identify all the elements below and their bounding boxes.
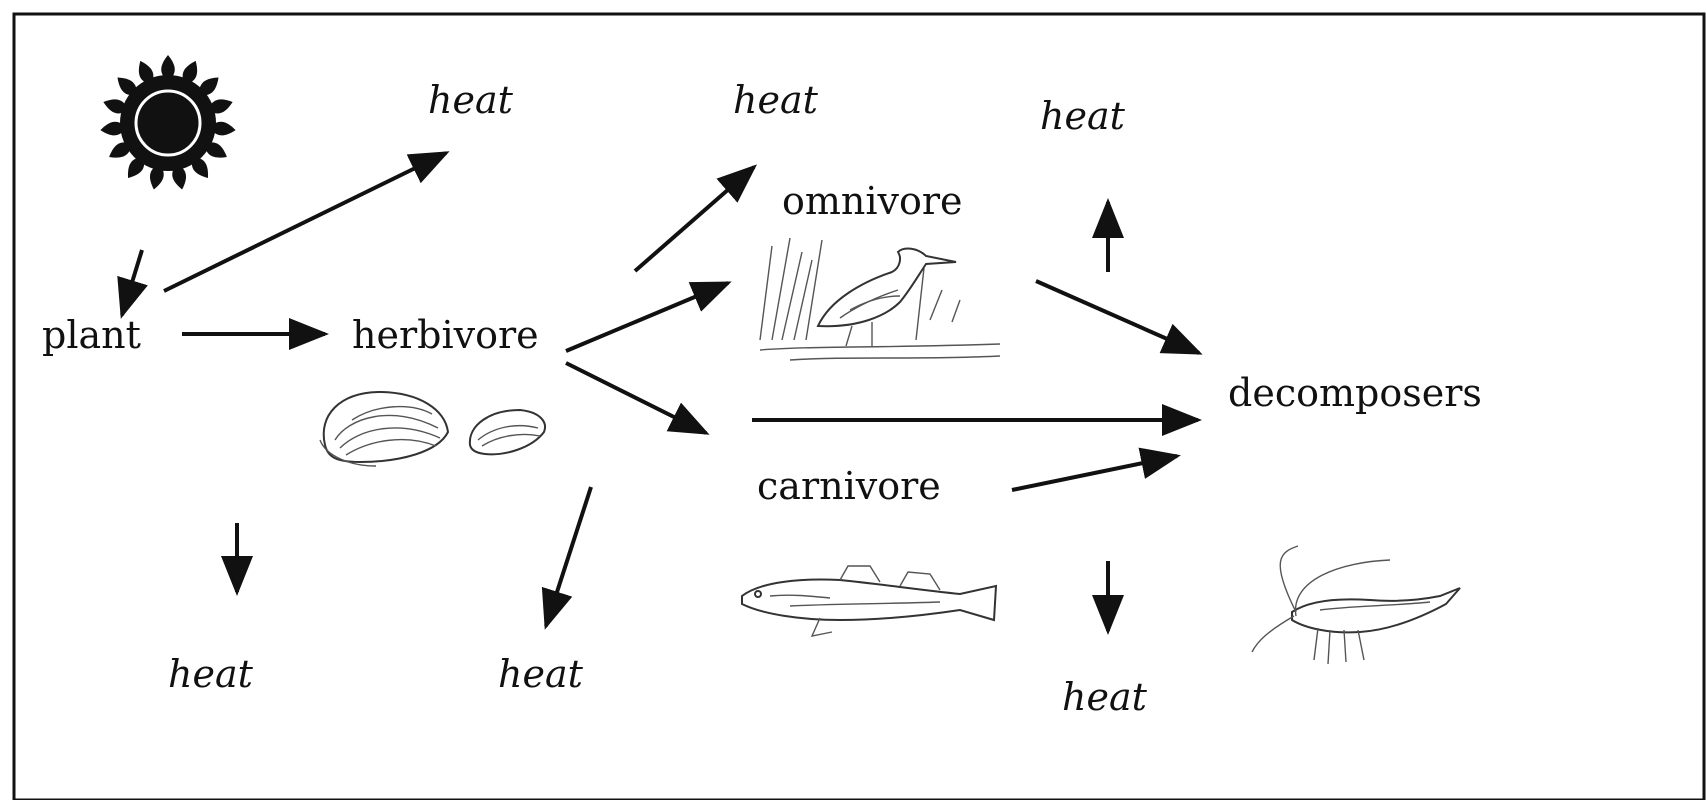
clam-icon xyxy=(320,392,545,466)
arrow-herbivore-to-heat-top xyxy=(635,167,754,271)
heat-label-plant-top: heat xyxy=(428,78,514,122)
arrow-herbivore-to-omnivore xyxy=(566,283,728,351)
arrow-omnivore-to-decomposers xyxy=(1036,281,1199,353)
heat-label-plant-bottom: heat xyxy=(168,652,254,696)
arrow-herbivore-to-carnivore xyxy=(566,363,706,433)
arrow-herbivore-down-heat xyxy=(546,487,591,626)
shrimp-icon xyxy=(1252,546,1460,664)
arrow-carnivore-to-decomposers xyxy=(1012,456,1177,490)
node-plant: plant xyxy=(42,313,141,357)
heat-label-omnivore-top: heat xyxy=(1040,94,1126,138)
heat-label-carnivore-bottom: heat xyxy=(1062,675,1148,719)
sun-icon xyxy=(100,55,237,191)
arrow-sun-to-plant xyxy=(122,250,142,315)
node-omnivore: omnivore xyxy=(782,179,963,223)
fish-icon xyxy=(742,566,996,636)
node-carnivore: carnivore xyxy=(757,464,941,508)
heron-icon xyxy=(760,238,1000,360)
node-herbivore: herbivore xyxy=(352,313,539,357)
heat-label-herbivore-top: heat xyxy=(733,78,819,122)
heat-label-herbivore-bottom: heat xyxy=(498,652,584,696)
node-decomposers: decomposers xyxy=(1228,371,1482,415)
